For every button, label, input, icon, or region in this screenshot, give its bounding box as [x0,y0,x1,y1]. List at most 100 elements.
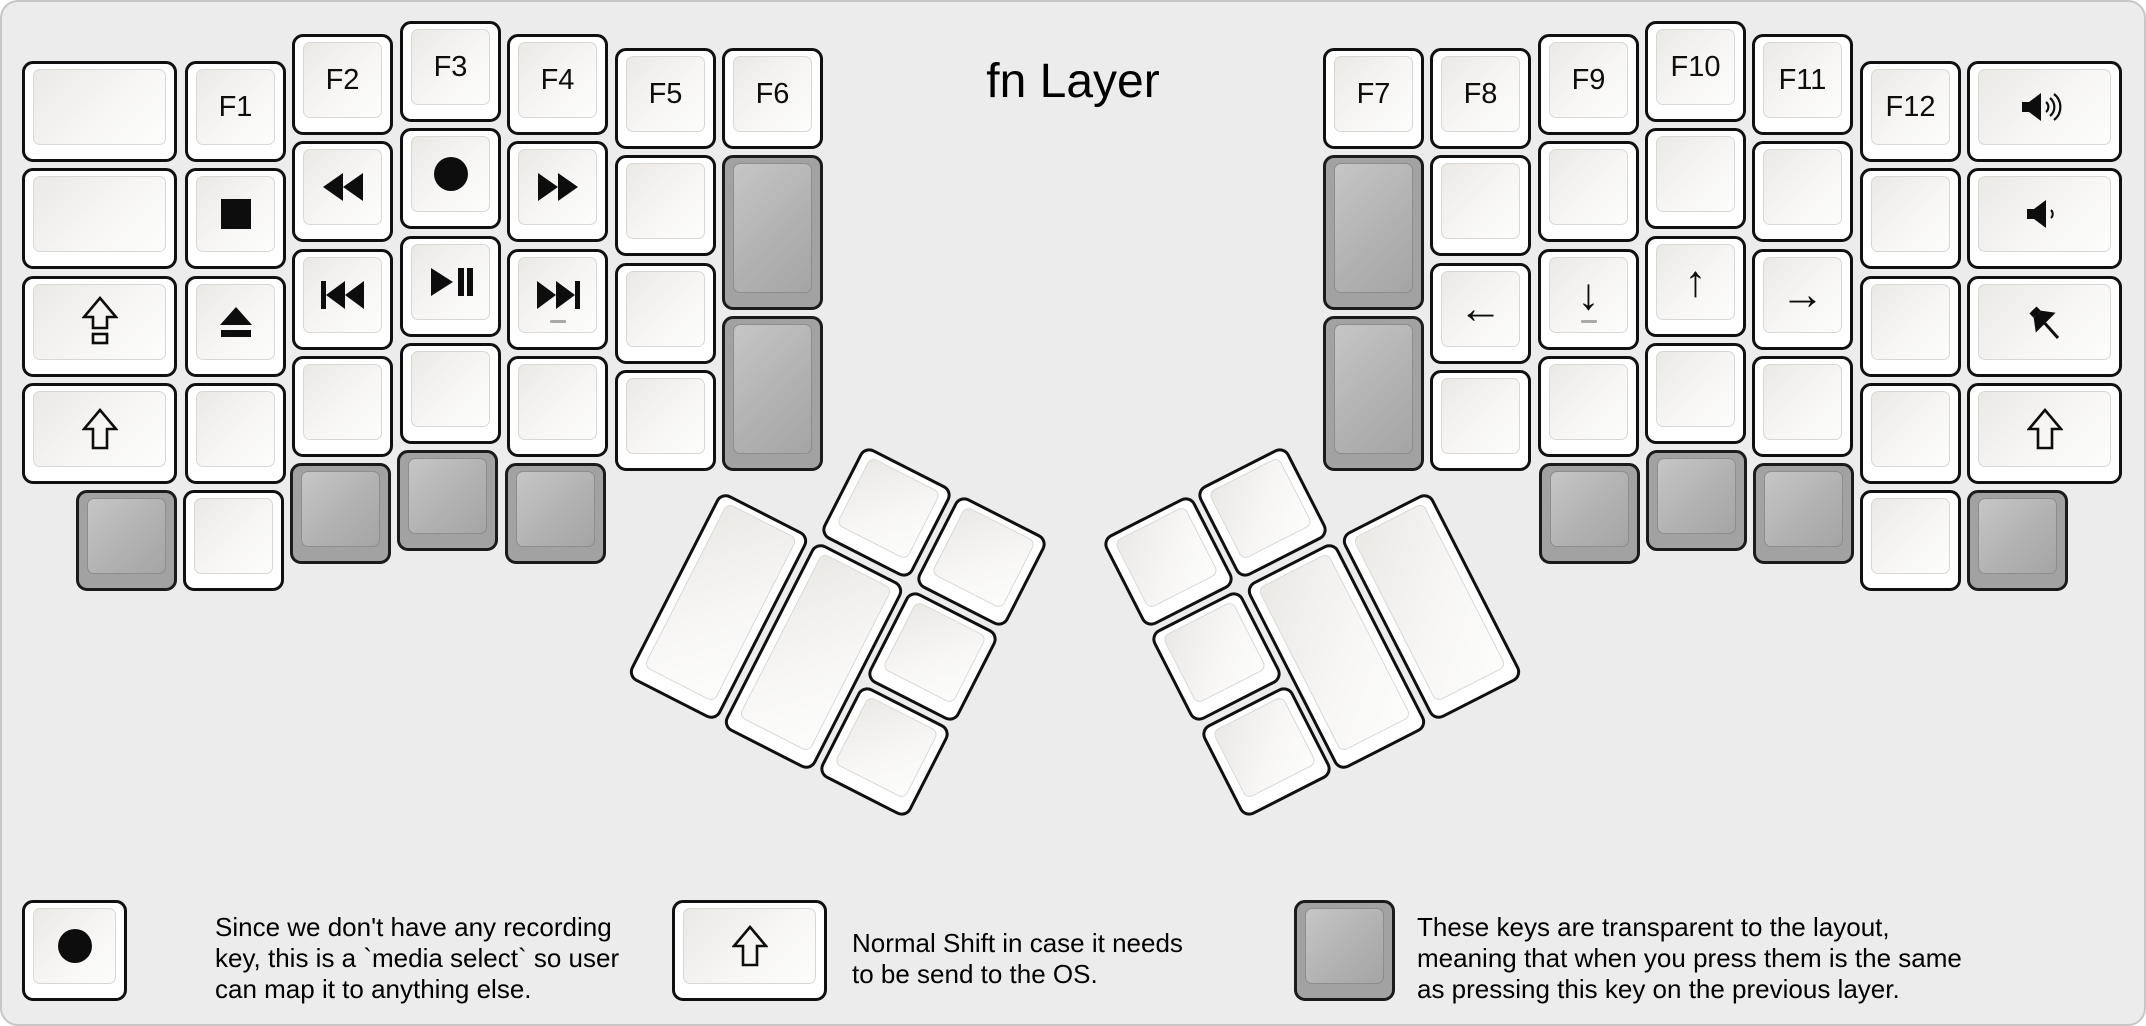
keycap: F10 [1656,29,1735,105]
key-f2[interactable]: F2 [292,34,393,135]
key-record[interactable] [400,128,501,229]
legend-line: Normal Shift in case it needs [852,928,1183,958]
legend-line: Since we don't have any recording [215,912,612,942]
arrow-down-icon: ↓ [1577,270,1600,319]
key-f9[interactable]: F9 [1538,34,1639,135]
key-transparent[interactable] [1753,463,1854,564]
keycap: F4 [518,42,597,118]
key-f3[interactable]: F3 [400,21,501,122]
key-f6[interactable]: F6 [722,48,823,149]
key-blank[interactable] [1538,141,1639,242]
key-stop[interactable] [185,168,286,269]
key-blank[interactable] [615,263,716,364]
key-blank[interactable] [22,168,177,269]
shift-icon [731,925,768,967]
key-transparent[interactable] [1323,155,1424,310]
key-transparent[interactable] [505,463,606,564]
key-transparent[interactable] [290,463,391,564]
key-shift[interactable] [22,383,177,484]
shift-icon [81,408,118,450]
key-eject[interactable] [185,276,286,377]
key-label: F12 [1885,90,1936,123]
key-blank[interactable] [1860,276,1961,377]
key-blank[interactable] [292,356,393,457]
key-f7[interactable]: F7 [1323,48,1424,149]
keycap [626,163,705,239]
key-blank[interactable] [1645,343,1746,444]
legend-text-transparent: These keys are transparent to the layout… [1417,912,1962,1005]
key-shift[interactable] [1967,383,2122,484]
legend-line: meaning that when you press them is the … [1417,943,1962,973]
key-transparent[interactable] [1646,450,1747,551]
key-blank[interactable] [1430,155,1531,256]
legend-text-shift: Normal Shift in case it needs to be send… [852,928,1183,990]
key-volume-down[interactable] [1967,168,2122,269]
key-transparent[interactable] [1539,463,1640,564]
key-f5[interactable]: F5 [615,48,716,149]
key-transparent[interactable] [722,316,823,471]
key-transparent[interactable] [1323,316,1424,471]
keycap [194,498,273,574]
keycap [1441,378,1520,454]
key-blank[interactable] [400,343,501,444]
keycap [1162,600,1267,705]
keycap [882,600,987,705]
key-blank[interactable] [1752,141,1853,242]
key-f12[interactable]: F12 [1860,61,1961,162]
keycap: → [1763,257,1842,333]
keycap [1334,163,1413,293]
key-f8[interactable]: F8 [1430,48,1531,149]
key-blank[interactable] [1538,356,1639,457]
keycap [303,364,382,440]
key-blank[interactable] [1752,356,1853,457]
keycap [518,149,597,225]
key-fast-forward[interactable] [507,141,608,242]
rewind-icon [322,172,364,202]
key-play-pause[interactable] [400,236,501,337]
key-arrow-down[interactable]: ↓ [1538,249,1639,350]
key-blank[interactable] [507,356,608,457]
key-f11[interactable]: F11 [1752,34,1853,135]
keycap [411,244,490,320]
key-label: F11 [1778,63,1827,96]
key-transparent[interactable] [76,490,177,591]
keycap: F2 [303,42,382,118]
key-transparent[interactable] [397,450,498,551]
key-f10[interactable]: F10 [1645,21,1746,122]
key-blank[interactable] [183,490,284,591]
key-label: F9 [1571,63,1606,96]
keycap: F8 [1441,56,1520,132]
keycap [1656,351,1735,427]
key-arrow-right[interactable]: → [1752,249,1853,350]
key-rewind[interactable] [292,141,393,242]
key-f1[interactable]: F1 [185,61,286,162]
key-blank[interactable] [185,383,286,484]
key-f4[interactable]: F4 [507,34,608,135]
key-transparent[interactable] [722,155,823,310]
keycap: F9 [1549,42,1628,118]
key-mute[interactable] [1967,276,2122,377]
key-volume-up[interactable] [1967,61,2122,162]
key-blank[interactable] [1645,128,1746,229]
key-previous-track[interactable] [292,249,393,350]
key-caps-lock[interactable] [22,276,177,377]
key-blank[interactable] [1860,168,1961,269]
key-blank[interactable] [22,61,177,162]
key-blank[interactable] [1430,370,1531,471]
key-arrow-left[interactable]: ← [1430,263,1531,364]
keycap [411,136,490,212]
keycap [33,176,166,252]
key-blank[interactable] [615,370,716,471]
key-arrow-up[interactable]: ↑ [1645,236,1746,337]
record-icon [432,155,470,193]
key-blank[interactable] [1860,490,1961,591]
key-blank[interactable] [1860,383,1961,484]
legend-line: as pressing this key on the previous lay… [1417,974,1900,1004]
key-transparent[interactable] [1967,490,2068,591]
key-label: F8 [1463,77,1498,110]
key-label: F4 [540,63,575,96]
key-blank[interactable] [615,155,716,256]
key-next-track[interactable] [507,249,608,350]
keycap [1763,149,1842,225]
